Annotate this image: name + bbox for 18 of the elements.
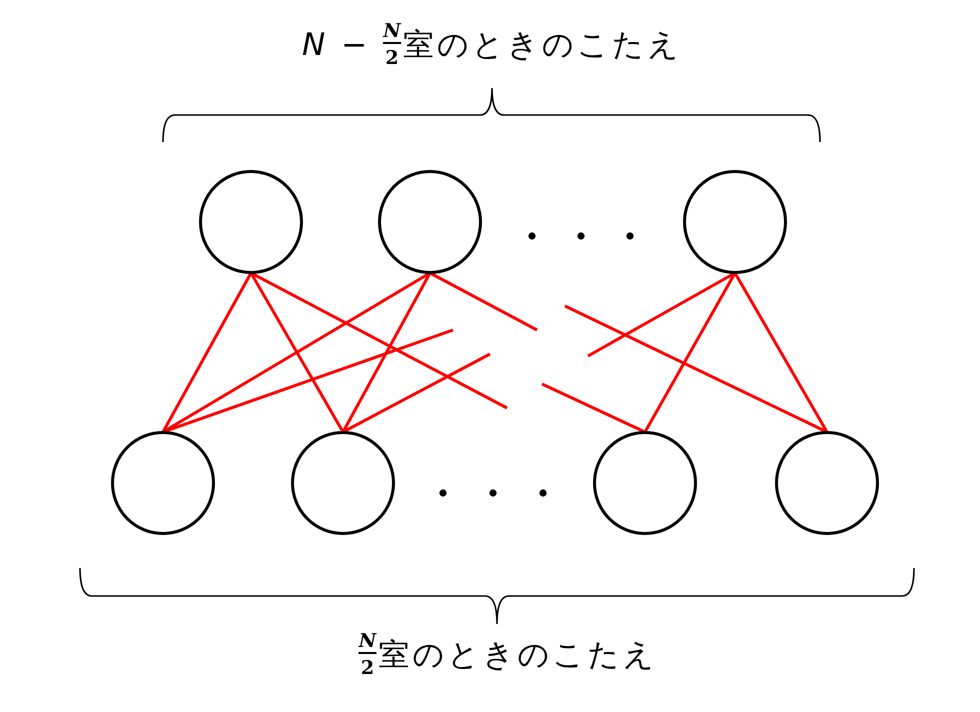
connector-line <box>250 272 508 410</box>
circle-node <box>683 170 787 274</box>
circle-node <box>593 431 697 535</box>
circle-node <box>111 431 215 535</box>
circle-node <box>199 170 303 274</box>
connector-line <box>644 272 736 433</box>
circle-node <box>291 431 395 535</box>
circle-node <box>775 431 879 535</box>
connector-line <box>250 272 344 433</box>
connector-line <box>342 352 491 434</box>
circle-node <box>378 170 482 274</box>
connector-line <box>541 382 646 434</box>
connector-line <box>734 272 828 433</box>
connector-line <box>342 272 432 433</box>
connector-line <box>162 272 252 433</box>
connector-line <box>564 304 828 434</box>
brace-label: N − $^{N}$$_{2}$室のときのこたえ <box>302 22 682 68</box>
connector-line <box>429 272 538 332</box>
